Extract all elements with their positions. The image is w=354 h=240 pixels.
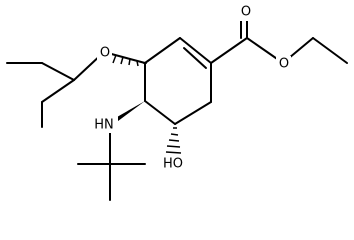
bond-c1-to-carbonyl-c [210, 37, 248, 64]
stereo-bond-layer [110, 54, 182, 154]
bond-ring-c3-c2 [144, 37, 181, 64]
bond-ring-c6-c5 [174, 101, 212, 125]
wedge-bond-c4-to-amine [110, 101, 145, 127]
atom-label-carbonyl-oxygen: O [241, 5, 251, 20]
hashed-wedge-c3-to-ether-o [112, 54, 147, 67]
atom-label-layer: O O O HN HO [92, 4, 291, 172]
bond-ring-c2-c1 [179, 37, 212, 64]
atom-label-ether-oxygen: O [100, 46, 110, 61]
bond-ring-c2-c1-double [183, 47, 207, 69]
bond-ring-c5-c4 [144, 100, 176, 125]
bond-layer [6, 14, 348, 201]
bond-ethyl-b-ch2 [41, 79, 75, 103]
atom-label-ester-oxygen: O [279, 57, 289, 72]
atom-label-amine-nitrogen: HN [94, 118, 114, 133]
bond-ethyl-a-ch2 [41, 62, 75, 81]
atom-label-hydroxyl-oxygen: HO [163, 157, 183, 172]
hashed-wedge-c5-to-hydroxyl [165, 127, 182, 154]
molecular-structure-diagram: O O O HN HO [6, 4, 348, 201]
bond-ester-ch2-ch3 [312, 37, 348, 64]
